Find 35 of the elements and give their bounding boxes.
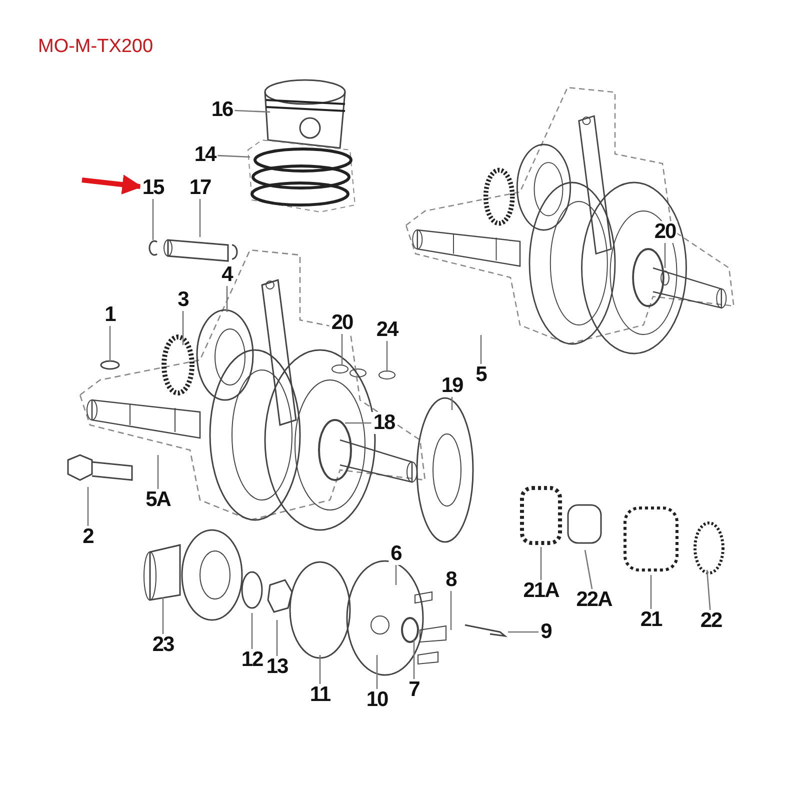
- leader-line: [341, 334, 343, 365]
- callout-number: 18: [371, 412, 397, 434]
- leader-line: [109, 326, 111, 362]
- leader-line: [199, 199, 201, 237]
- callout-number: 20: [652, 221, 678, 243]
- leader-line: [157, 455, 159, 489]
- leader-line: [540, 547, 542, 580]
- catalogue-code: MO-M-TX200: [38, 36, 154, 58]
- leader-line: [650, 575, 652, 609]
- leader-line: [480, 335, 482, 364]
- leader-line: [508, 631, 539, 633]
- leader-line: [450, 591, 452, 630]
- pointer-arrow: [82, 174, 142, 194]
- leader-line: [413, 640, 415, 679]
- callout-number: 20: [329, 312, 355, 334]
- leader-line: [706, 570, 711, 610]
- leader-line: [664, 243, 666, 268]
- leader-line: [386, 341, 388, 372]
- leader-line: [182, 311, 184, 345]
- leader-line: [451, 397, 453, 410]
- leader-line: [276, 620, 278, 656]
- leader-line: [584, 550, 593, 590]
- leader-line: [152, 199, 154, 240]
- leader-line: [395, 565, 397, 585]
- leader-line: [376, 655, 378, 689]
- leader-line: [345, 422, 372, 424]
- leader-line: [319, 655, 321, 684]
- leader-line: [87, 487, 89, 526]
- callout-number: 6: [388, 543, 404, 565]
- leader-line: [218, 154, 250, 158]
- leader-line: [251, 613, 253, 649]
- leader-line: [234, 110, 270, 113]
- leader-line: [162, 597, 164, 634]
- leader-line: [226, 286, 228, 312]
- callout-number: 4: [220, 264, 234, 286]
